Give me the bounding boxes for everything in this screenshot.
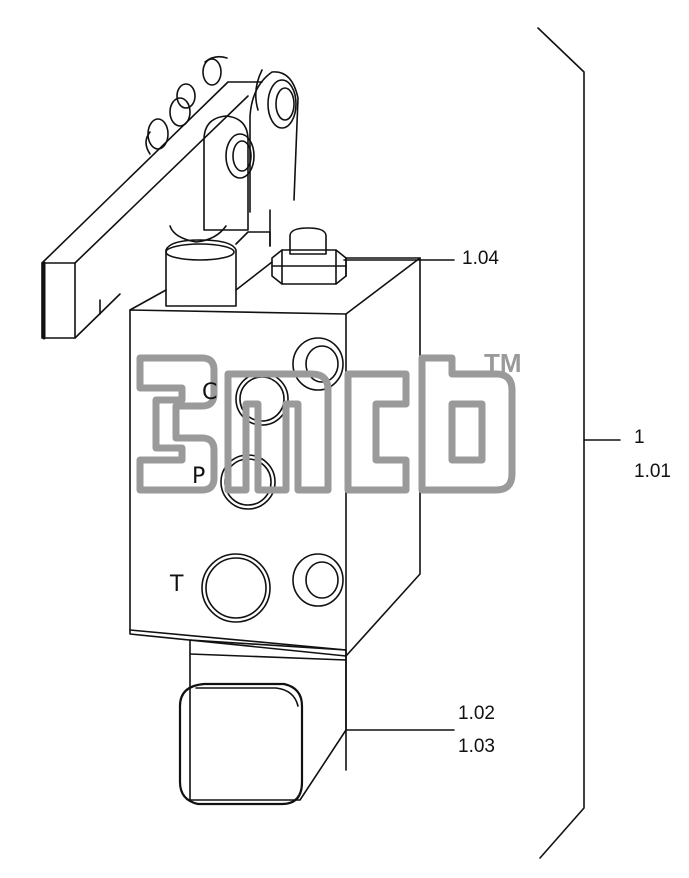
callout-1-01: 1.01 — [634, 461, 671, 482]
trademark-mark: TM — [484, 348, 522, 378]
callout-1: 1 — [634, 427, 645, 448]
front-clevis — [169, 69, 299, 243]
leader-lines — [343, 259, 455, 731]
assembly-bracket — [537, 27, 621, 859]
port-c-label: C — [202, 380, 218, 405]
watermark-logo — [136, 354, 516, 494]
port-p-label: P — [192, 464, 206, 489]
rear-clevis-link — [145, 55, 228, 155]
plunger-stem — [165, 209, 271, 307]
lever-bar — [41, 81, 263, 340]
callout-1-04: 1.04 — [462, 248, 499, 269]
solenoid — [178, 639, 347, 806]
adjuster-screw — [271, 227, 347, 285]
port-t — [201, 553, 271, 623]
callout-1-02: 1.02 — [458, 703, 495, 724]
callout-1-03: 1.03 — [458, 736, 495, 757]
port-t-label: T — [170, 572, 184, 597]
